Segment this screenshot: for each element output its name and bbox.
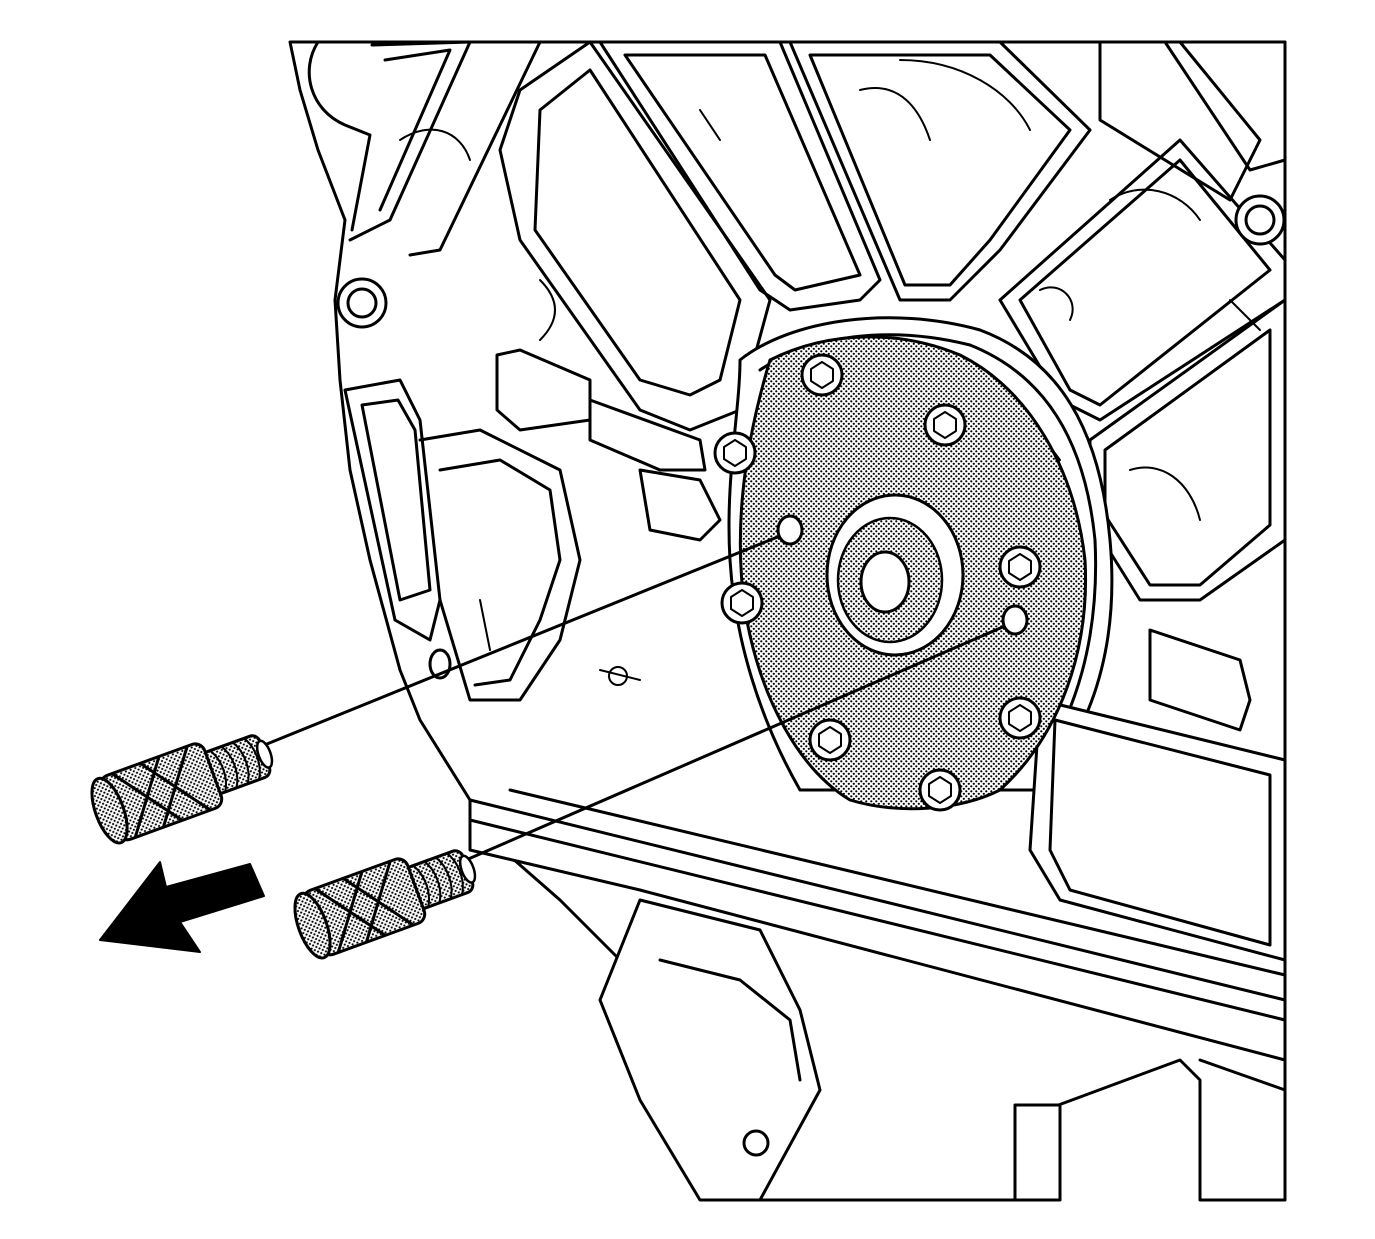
crankshaft-flange xyxy=(713,335,1088,812)
hub-bore xyxy=(859,550,911,614)
dowel-hole-lower xyxy=(1001,604,1029,636)
dowel-pin-upper xyxy=(90,734,274,845)
leader-line-upper xyxy=(261,534,781,748)
leader-line-lower xyxy=(465,624,1006,862)
dowel-pin-lower xyxy=(293,849,477,960)
removal-direction-arrow-icon xyxy=(99,861,265,953)
dowel-hole-upper xyxy=(776,514,804,546)
flange-bolts xyxy=(713,353,1042,812)
